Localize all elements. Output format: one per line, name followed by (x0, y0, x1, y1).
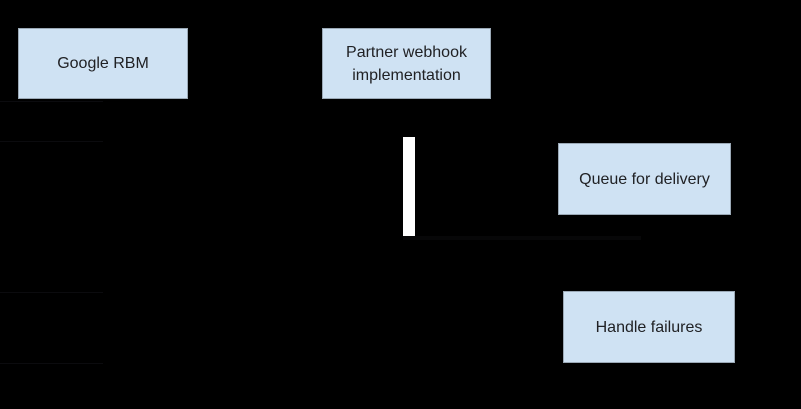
node-queue-for-delivery: Queue for delivery (558, 143, 731, 215)
faint-artifact-line (0, 292, 103, 293)
faint-artifact-line (0, 363, 103, 364)
node-partner-webhook-label-line1: Partner webhook (346, 43, 467, 61)
node-queue-for-delivery-label: Queue for delivery (579, 170, 710, 188)
faint-artifact-band (403, 236, 641, 240)
faint-artifact-line (0, 141, 103, 142)
node-handle-failures-label: Handle failures (595, 318, 703, 336)
node-google-rbm-label: Google RBM (57, 55, 149, 72)
lifeline-activation-bar (403, 137, 415, 239)
node-partner-webhook-label-line2: implementation (352, 66, 461, 84)
faint-artifact-line (0, 101, 103, 102)
node-handle-failures: Handle failures (563, 291, 735, 363)
node-google-rbm: Google RBM (18, 28, 188, 99)
node-partner-webhook: Partner webhook implementation (322, 28, 491, 99)
